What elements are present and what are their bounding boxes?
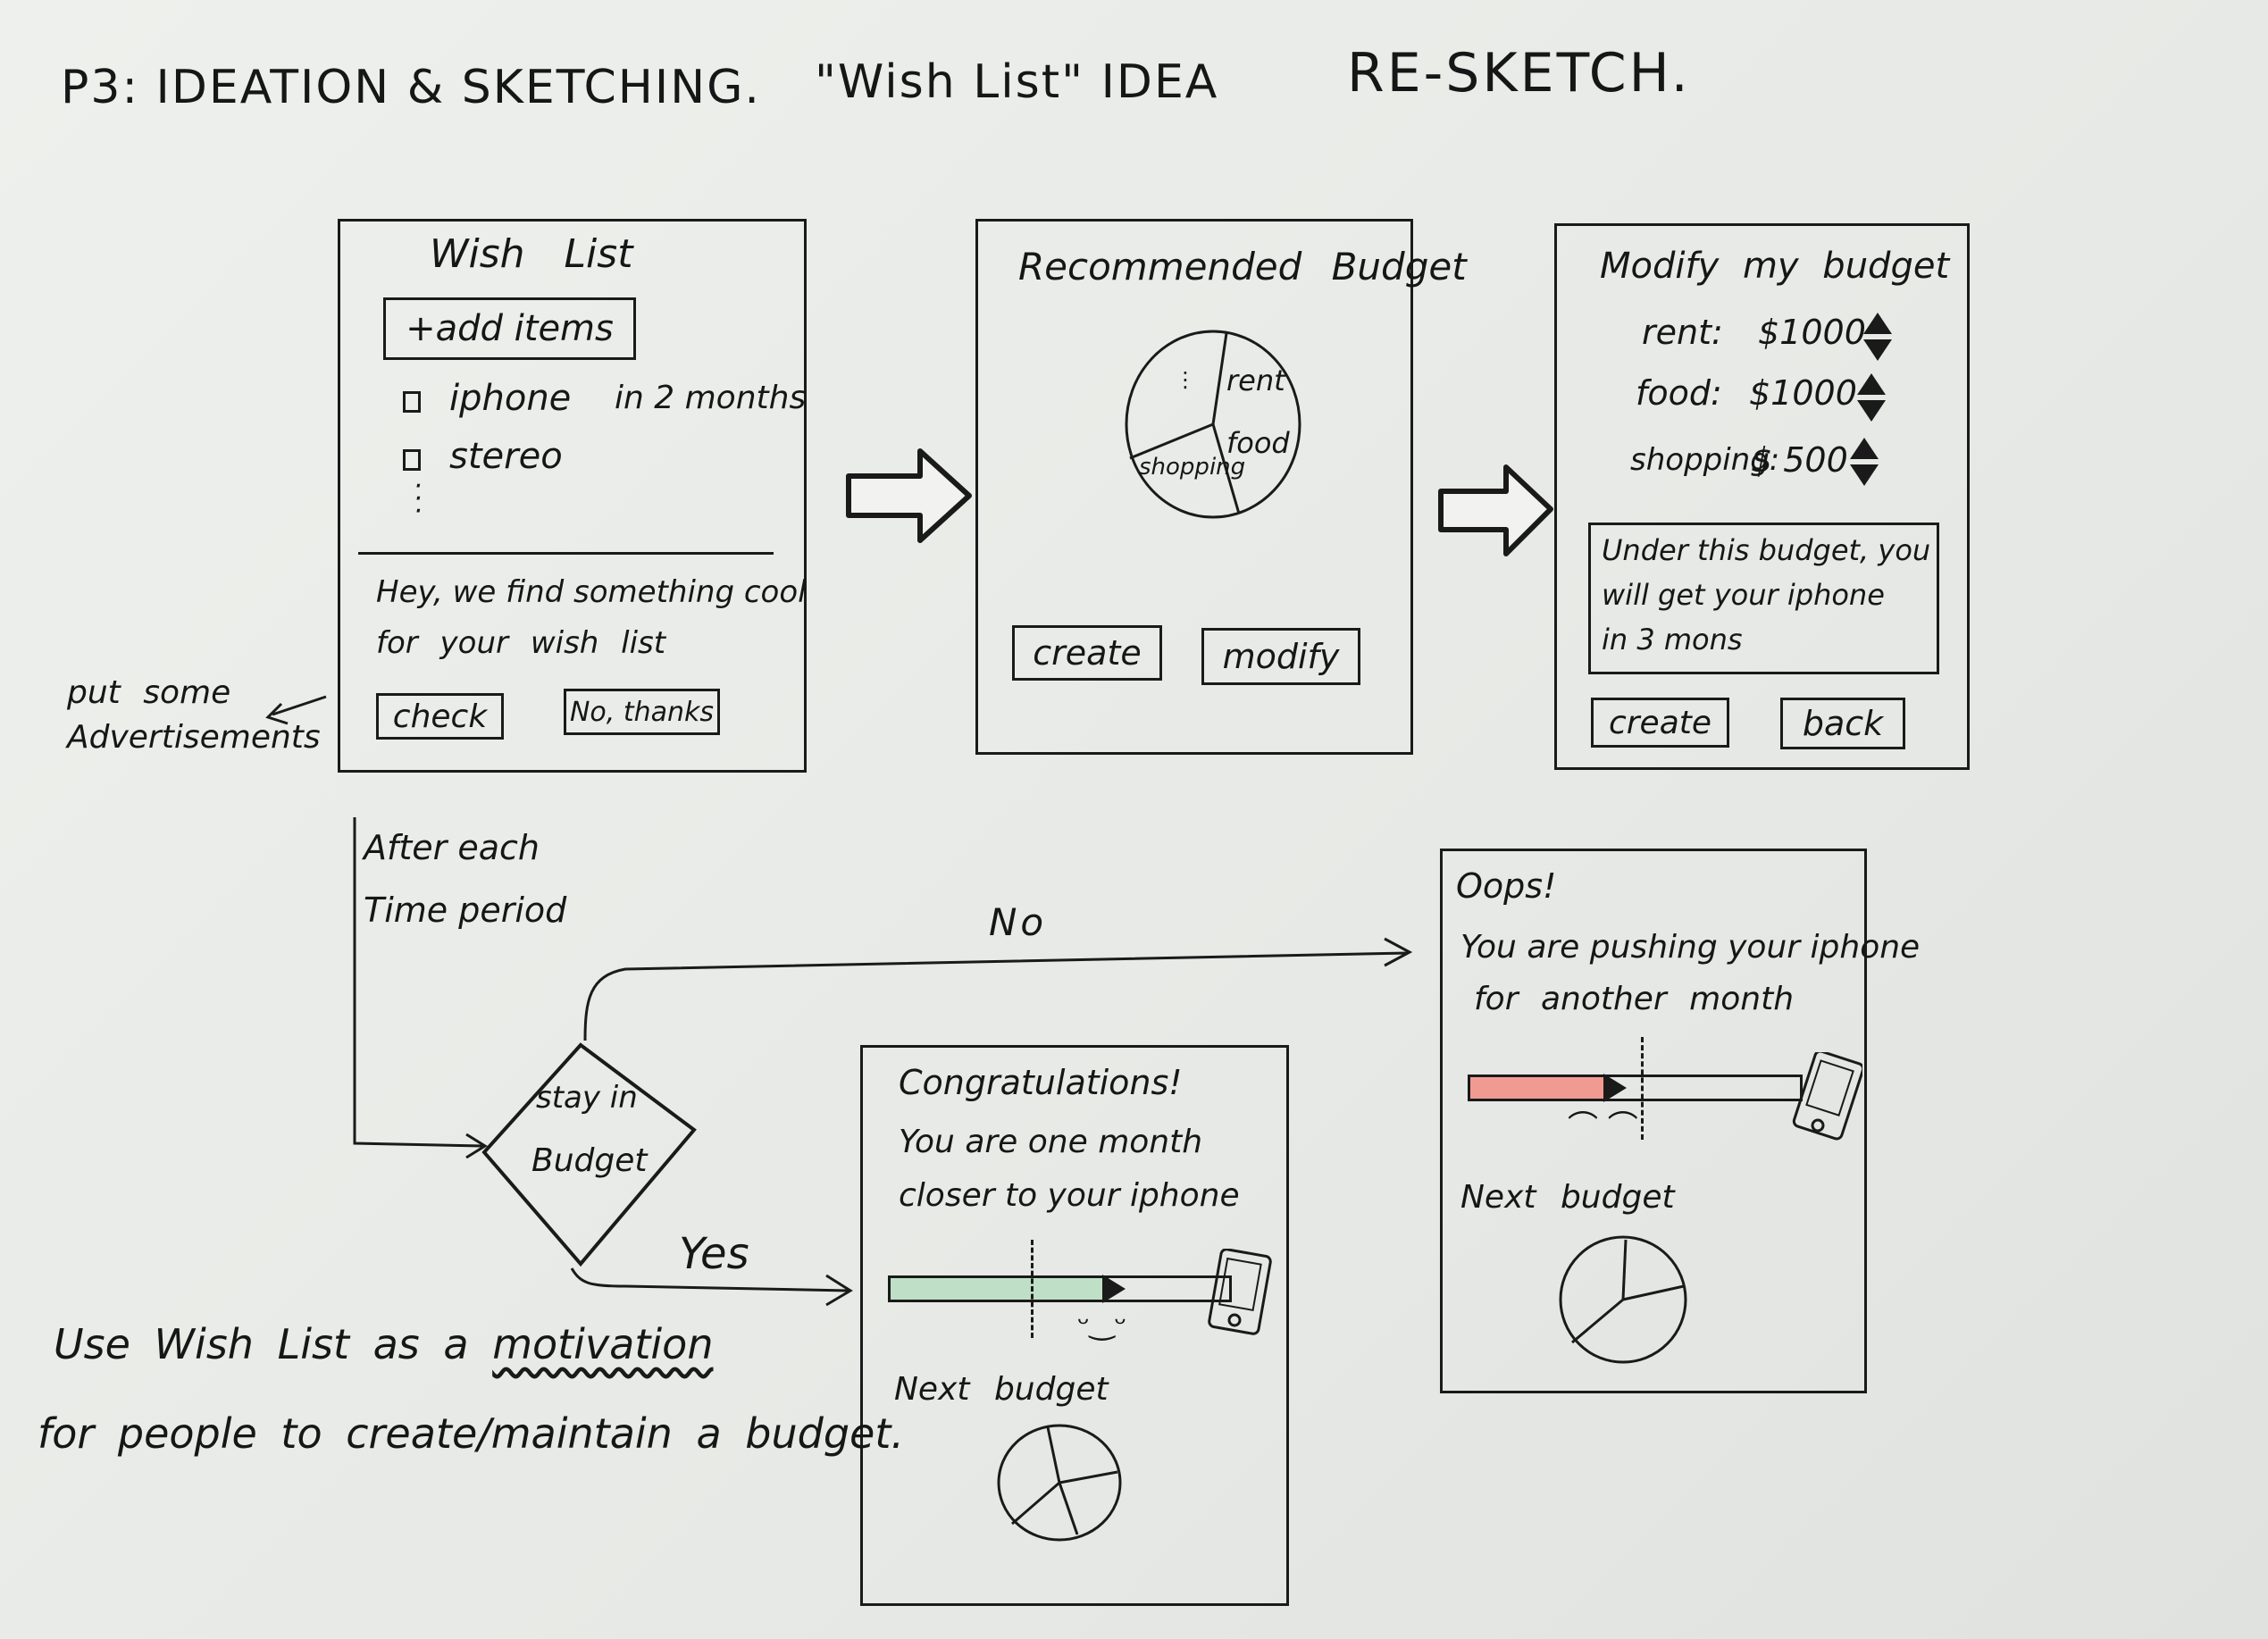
shopping-stepper-icon[interactable] xyxy=(1847,436,1881,488)
food-stepper-icon[interactable] xyxy=(1854,372,1888,423)
smile-face-icon: ᵕ‿ᵕ xyxy=(1077,1306,1127,1342)
oops-line1: You are pushing your iphone xyxy=(1460,929,1921,966)
add-items-button[interactable]: +add items xyxy=(383,297,636,360)
flow-after-line1: After each xyxy=(364,828,540,867)
budget-food-label: food: xyxy=(1636,373,1722,413)
next-screen-arrow-icon xyxy=(1438,464,1553,556)
flow-yes-label: Yes xyxy=(679,1229,749,1279)
phone-icon xyxy=(1208,1249,1272,1335)
budget-rent-label: rent: xyxy=(1642,313,1723,352)
idea-title: "Wish List" IDEA xyxy=(815,55,1219,109)
flow-no-label: No xyxy=(989,900,1048,944)
wish-list-screen: Wish List +add items iphone in 2 months … xyxy=(338,219,807,773)
oops-progress-fill xyxy=(1470,1077,1609,1099)
wish-item-stereo: stereo xyxy=(449,436,563,477)
budget-pie-chart: ⋮ xyxy=(1125,330,1301,519)
budget-shopping-label: shopping: xyxy=(1630,442,1780,478)
budget-food-value: $1000 xyxy=(1749,373,1857,413)
check-button[interactable]: check xyxy=(376,693,504,740)
recommended-title: Recommended Budget xyxy=(1018,245,1467,288)
oops-screen: Oops! You are pushing your iphone for an… xyxy=(1440,849,1920,1393)
create-button[interactable]: create xyxy=(1591,698,1729,748)
svg-text:⋮: ⋮ xyxy=(1175,367,1196,392)
page-title: P3: IDEATION & SKETCHING. xyxy=(61,61,761,114)
resketch-title: RE-SKETCH. xyxy=(1347,42,1691,105)
congrats-line2: closer to your iphone xyxy=(899,1177,1240,1214)
budget-note-box: Under this budget, you will get your iph… xyxy=(1588,523,1939,674)
progress-marker-icon xyxy=(1101,1275,1126,1303)
phone-icon xyxy=(1792,1052,1862,1141)
footer-line2: for people to create/maintain a budget. xyxy=(38,1409,904,1458)
no-thanks-button[interactable]: No, thanks xyxy=(564,689,720,735)
pie-label-shopping: shopping xyxy=(1139,454,1246,481)
congrats-target-dashline xyxy=(1031,1240,1034,1338)
next-screen-arrow-icon xyxy=(846,448,972,543)
congrats-next-budget: Next budget xyxy=(894,1371,1109,1408)
rent-stepper-icon[interactable] xyxy=(1861,311,1895,363)
congrats-progress-bar xyxy=(888,1275,1232,1303)
ad-note-line2: Advertisements xyxy=(67,719,321,756)
ad-divider xyxy=(358,552,774,555)
congrats-title: Congratulations! xyxy=(899,1063,1183,1102)
ad-text-line2: for your wish list xyxy=(376,625,666,661)
oops-title: Oops! xyxy=(1456,866,1557,906)
ad-note-line1: put some xyxy=(67,674,231,711)
congratulations-screen: Congratulations! You are one month close… xyxy=(860,1045,1289,1606)
wish-item-iphone: iphone xyxy=(449,378,572,419)
budget-note-line1: Under this budget, you xyxy=(1602,533,1931,567)
flow-after-line2: Time period xyxy=(364,891,567,930)
wish-item-iphone-when: in 2 months xyxy=(615,380,807,416)
ad-text-line1: Hey, we find something cool xyxy=(376,574,807,610)
sad-face-icon: ⌒ ⌒ xyxy=(1568,1109,1638,1145)
oops-target-dashline xyxy=(1641,1037,1644,1140)
motivation-word: motivation xyxy=(492,1320,714,1368)
pie-label-rent: rent xyxy=(1226,364,1285,397)
recommended-budget-screen: Recommended Budget ⋮ rent food shopping … xyxy=(975,219,1467,755)
budget-note-line3: in 3 mons xyxy=(1602,623,1743,656)
oops-line2: for another month xyxy=(1474,981,1795,1017)
create-button[interactable]: create xyxy=(1012,625,1162,681)
footer-line1: Use Wish List as a motivation xyxy=(54,1324,713,1365)
budget-rent-value: $1000 xyxy=(1758,313,1866,352)
pie-label-food: food xyxy=(1226,426,1290,460)
congrats-line1: You are one month xyxy=(899,1124,1203,1160)
modify-button[interactable]: modify xyxy=(1201,628,1360,685)
oops-next-budget: Next budget xyxy=(1460,1179,1675,1216)
back-button[interactable]: back xyxy=(1780,698,1905,749)
modify-title: Modify my budget xyxy=(1600,246,1950,287)
next-budget-pie-icon xyxy=(997,1424,1122,1542)
next-budget-pie-icon xyxy=(1559,1235,1687,1364)
budget-shopping-value: $ 500 xyxy=(1751,440,1848,480)
wish-list-title: Wish List xyxy=(430,231,633,277)
stereo-checkbox[interactable] xyxy=(403,449,421,471)
footer-line1-text: Use Wish List as a xyxy=(54,1320,493,1368)
congrats-progress-fill xyxy=(891,1278,1108,1300)
iphone-checkbox[interactable] xyxy=(403,391,421,413)
decision-line2: Budget xyxy=(531,1142,648,1179)
oops-progress-bar xyxy=(1468,1074,1803,1102)
modify-budget-screen: Modify my budget rent: $1000 food: $1000… xyxy=(1554,223,1970,770)
more-items-ellipsis: ··· xyxy=(414,471,423,527)
budget-note-line2: will get your iphone xyxy=(1602,578,1885,612)
progress-marker-icon xyxy=(1603,1074,1627,1102)
decision-line1: stay in xyxy=(536,1080,638,1116)
